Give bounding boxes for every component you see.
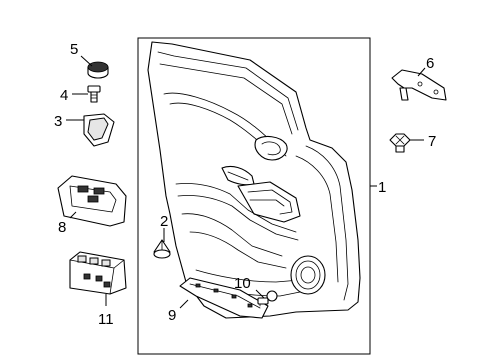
switch-assembly — [69, 251, 127, 295]
clip-part — [153, 239, 171, 259]
bracket-part — [391, 69, 447, 101]
door-trim-panel — [147, 41, 361, 319]
bolt-part — [389, 133, 411, 153]
fastener-part — [257, 290, 278, 307]
callout-5: 5 — [70, 41, 78, 58]
leader-9 — [179, 299, 189, 309]
callout-2: 2 — [160, 213, 168, 230]
callout-1: 1 — [378, 179, 386, 196]
leader-10 — [255, 289, 265, 299]
callout-7: 7 — [428, 133, 436, 150]
callout-8: 8 — [58, 219, 66, 236]
leader-6 — [417, 67, 426, 77]
leader-8 — [69, 211, 77, 219]
callout-10: 10 — [234, 275, 251, 292]
leader-5 — [80, 55, 93, 67]
cap-part — [87, 61, 109, 79]
callout-11: 11 — [98, 311, 114, 328]
switch-bezel — [57, 175, 127, 227]
trim-strip — [179, 277, 269, 319]
callout-3: 3 — [54, 113, 62, 130]
callout-6: 6 — [426, 55, 434, 72]
callout-4: 4 — [60, 87, 68, 104]
screw-part — [87, 85, 101, 103]
handle-bezel — [83, 113, 115, 147]
assembly-frame — [137, 37, 371, 355]
callout-9: 9 — [168, 307, 176, 324]
